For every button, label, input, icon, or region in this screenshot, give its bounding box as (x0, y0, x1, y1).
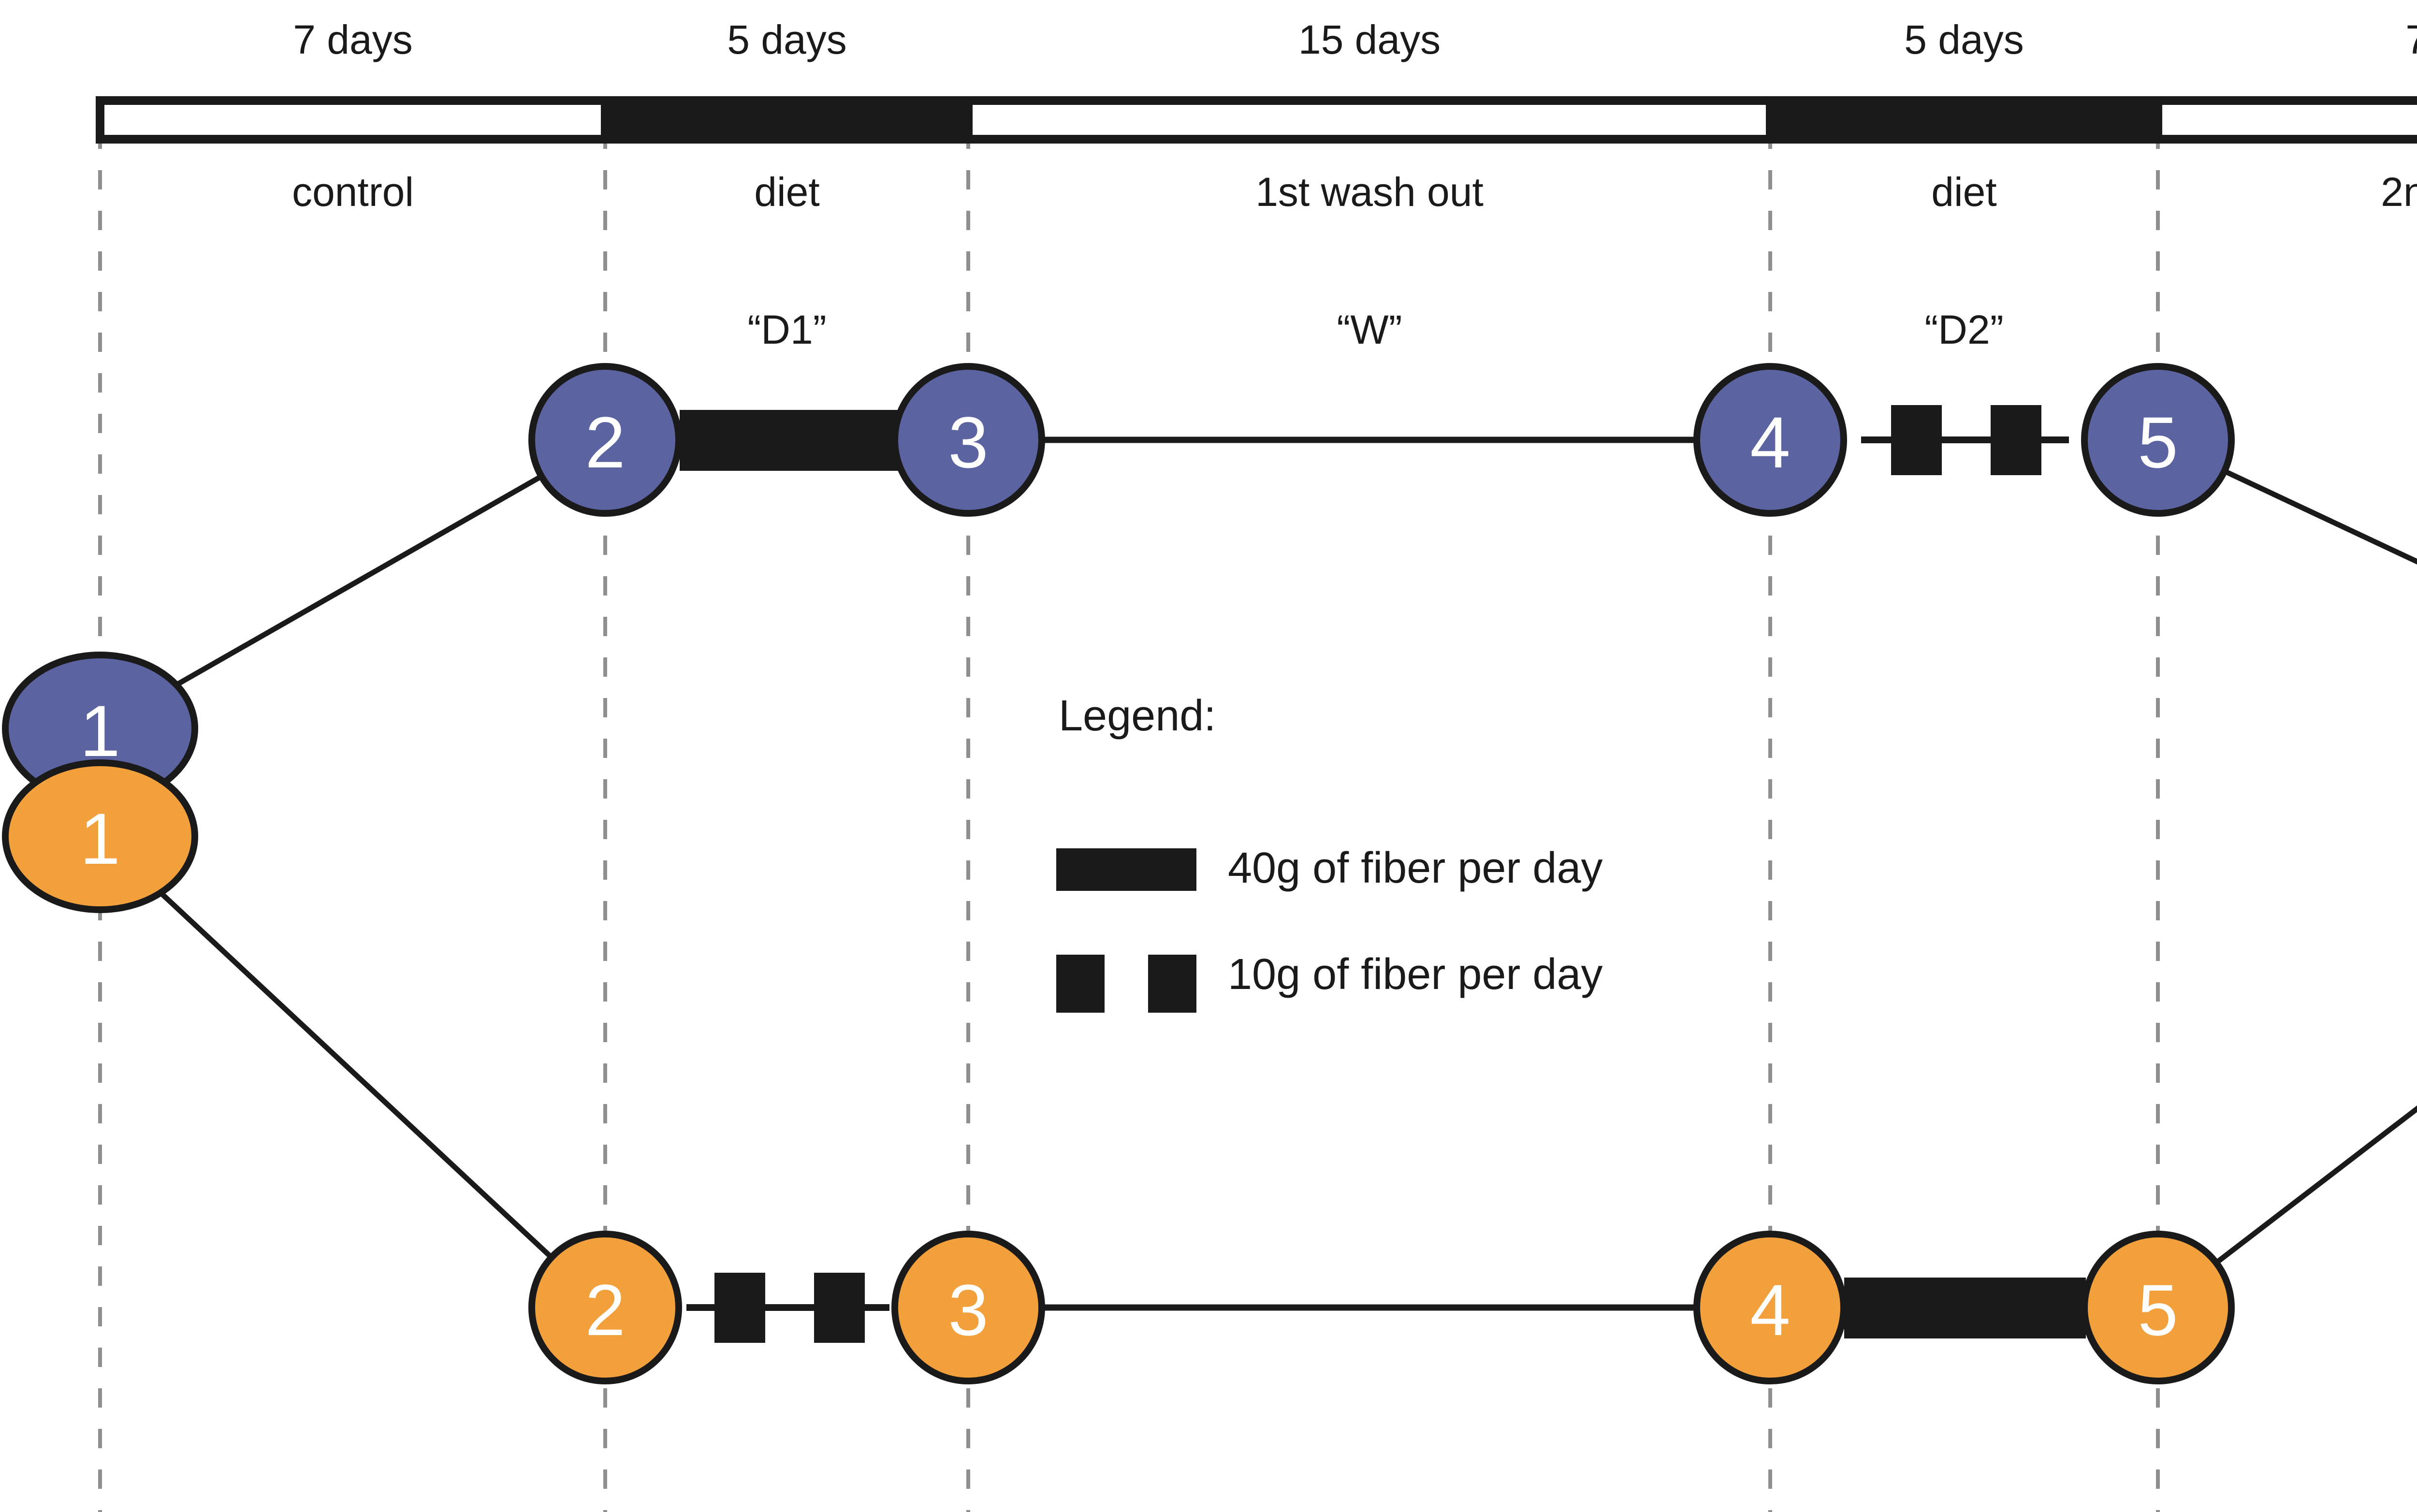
node-b-2-label: 2 (585, 1269, 625, 1351)
legend-swatches (1056, 848, 1196, 1013)
duration-label-diet-2: 5 days (1904, 17, 2024, 62)
code-label-diet-2: “D2” (1924, 307, 2004, 352)
duration-label-diet-1: 5 days (727, 17, 847, 62)
node-b-4[interactable]: 4 (1693, 1231, 1847, 1384)
arm-high-fiber-first-nodes: 1 2 3 4 5 6 (2, 363, 2235, 805)
duration-label-washout-2: 7 days (2405, 17, 2417, 62)
legend-title: Legend: (1059, 692, 1216, 740)
node-a-4-label: 4 (1750, 402, 1790, 483)
legend-swatch-40g (1056, 848, 1196, 891)
link-a-4-5-10g-square-1 (1891, 405, 1942, 475)
node-b-5-label: 5 (2138, 1269, 2178, 1351)
code-label-washout-1: “W” (1337, 307, 1402, 352)
link-b-2-3-10g-square-2 (814, 1273, 865, 1343)
legend-swatch-10g-square-1 (1056, 955, 1105, 1013)
legend-swatch-10g-square-2 (1148, 955, 1196, 1013)
phase-label-diet-1: diet (754, 169, 820, 215)
node-a-3[interactable]: 3 (891, 363, 1045, 517)
arm-high-fiber-first-links (99, 405, 2417, 731)
timeline-segment-washout-1 (964, 96, 1775, 144)
timeline-segment-diet-2 (1766, 96, 2162, 144)
arm-low-fiber-first-nodes: 1 2 3 4 5 6 (2, 759, 2235, 1384)
node-b-3[interactable]: 3 (891, 1231, 1045, 1384)
link-b-1-2 (98, 834, 607, 1310)
node-b-4-label: 4 (1750, 1269, 1790, 1351)
legend-item-10g-label: 10g of fiber per day (1228, 950, 1603, 999)
link-b-2-3-10g-square-1 (714, 1273, 765, 1343)
timeline-segment-diet-1 (601, 96, 973, 144)
node-a-2[interactable]: 2 (528, 363, 682, 517)
node-b-5[interactable]: 5 (2081, 1231, 2235, 1384)
phase-label-control: control (291, 169, 414, 215)
node-b-1[interactable]: 1 (2, 759, 198, 913)
node-a-5[interactable]: 5 (2081, 363, 2235, 517)
timeline-bar (96, 96, 2417, 144)
node-b-3-label: 3 (948, 1269, 988, 1351)
link-b-5-6 (2156, 1105, 2417, 1310)
timeline-segment-washout-2 (2154, 96, 2417, 144)
node-b-1-label: 1 (80, 798, 120, 879)
phase-label-diet-2: diet (1931, 169, 1997, 215)
timeline-segment-control (96, 96, 610, 144)
node-a-4[interactable]: 4 (1693, 363, 1847, 517)
link-a-1-2 (99, 437, 607, 731)
link-a-2-3-40g-bar (680, 410, 898, 471)
arm-low-fiber-first-links (98, 834, 2417, 1343)
phase-label-washout-1: 1st wash out (1255, 169, 1484, 215)
duration-label-control: 7 days (293, 17, 413, 62)
legend-item-40g-label: 40g of fiber per day (1228, 844, 1603, 892)
phase-label-washout-2: 2nd wash out (2381, 169, 2417, 215)
link-a-5-6 (2156, 437, 2417, 565)
node-a-1[interactable]: 1 (2, 652, 198, 805)
node-a-2-label: 2 (585, 402, 625, 483)
duration-label-washout-1: 15 days (1298, 17, 1441, 62)
node-a-5-label: 5 (2138, 402, 2178, 483)
node-a-3-label: 3 (948, 402, 988, 483)
node-a-1-label: 1 (80, 690, 120, 771)
link-b-4-5-40g-bar (1844, 1278, 2086, 1338)
node-b-2[interactable]: 2 (528, 1231, 682, 1384)
code-label-diet-1: “D1” (747, 307, 827, 352)
link-a-4-5-10g-square-2 (1991, 405, 2041, 475)
